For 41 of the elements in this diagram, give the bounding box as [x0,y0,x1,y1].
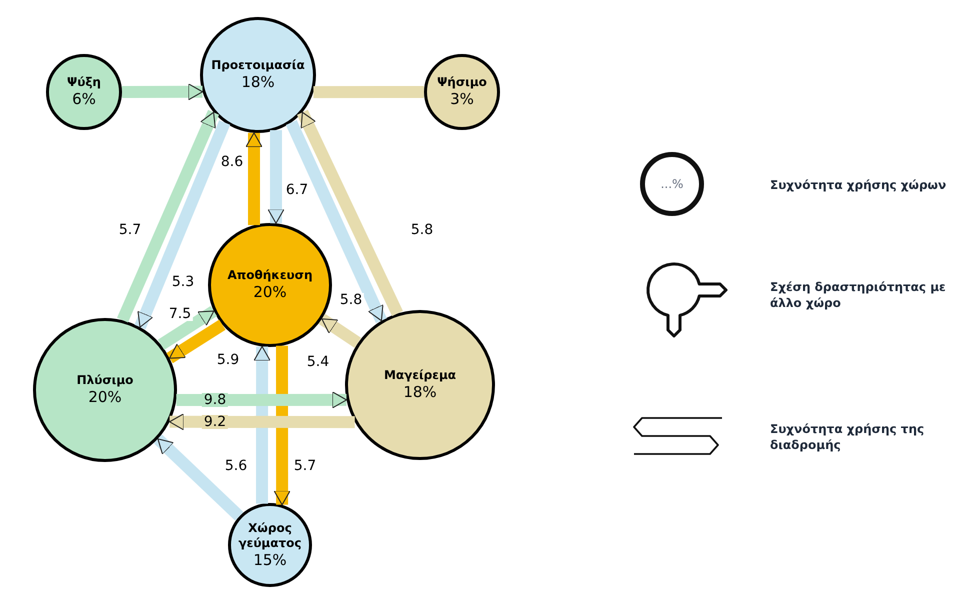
flow-band-arrow [117,110,220,323]
flow-band-arrow [286,120,387,324]
space-name: Προετοιμασία [210,58,306,74]
flow-band-arrow [122,83,203,100]
flow-band-arrow [134,120,230,330]
flow-band-arrow [158,306,218,350]
percent-text: ...% [660,176,684,193]
edge-label: 9.2 [202,415,228,429]
usage-percent: 20% [88,388,122,407]
legend-text: Συχνότητα χρήσης της διαδρομής [770,420,926,454]
usage-percent: 6% [72,90,96,109]
edge-label: 5.8 [408,223,436,237]
flow-band-arrow [254,346,271,504]
edge-label: 5.8 [338,293,364,307]
edge-label: 9.8 [202,393,228,407]
flow-band-arrow [268,130,284,224]
space-name: Αποθήκευση [226,268,314,284]
flow-band-arrow [296,110,403,316]
edge-label: 5.6 [222,459,250,473]
flow-band-arrow [169,413,355,430]
edge-label: 5.9 [214,353,242,367]
space-name: Ψύξη [66,75,102,90]
space-name: Μαγείρεμα [382,368,458,384]
usage-percent: 18% [241,73,275,92]
usage-percent: 20% [253,283,287,302]
flow-band-arrow [246,132,262,226]
edge-label: 5.4 [304,355,332,369]
usage-percent: 3% [450,90,474,109]
space-name: Πλύσιμο [76,373,134,388]
space-name: Χώρος γεύματος [237,520,303,551]
usage-percent: 18% [403,383,437,402]
flow-band-arrow [176,391,347,408]
flow-band-arrow [166,320,226,364]
flow-band-arrow [274,346,291,506]
legend-text: Σχέση δραστηριότητας με άλλο χώρο [770,278,947,312]
space-name: Ψήσιμο [436,75,488,90]
edge-label: 8.6 [218,155,246,169]
flow-band-arrow [154,434,244,521]
legend-text: Συχνότητα χρήσης χώρων [770,176,948,194]
flow-band-arrow [318,314,362,348]
usage-percent: 15% [253,550,287,570]
